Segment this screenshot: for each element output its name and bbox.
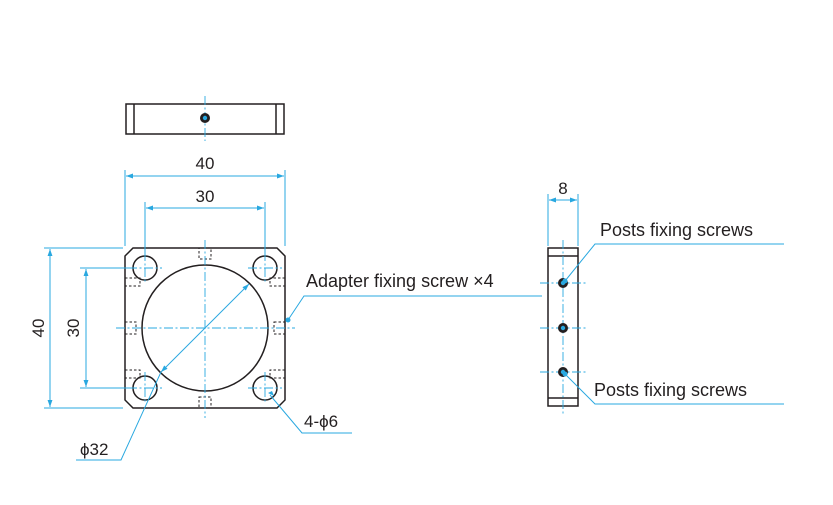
top-screw-icon bbox=[200, 113, 210, 123]
callout-posts-screws-lower: Posts fixing screws bbox=[594, 380, 747, 400]
top-view bbox=[125, 96, 285, 141]
dimensions: 40 30 40 30 ϕ32 4-ϕ6 Adapter fixing scre… bbox=[29, 154, 542, 461]
dim-top-width: 40 bbox=[196, 154, 215, 173]
dim-corner-holes: 4-ϕ6 bbox=[304, 412, 338, 431]
callout-posts-screws-upper: Posts fixing screws bbox=[600, 220, 753, 240]
callout-adapter-screws: Adapter fixing screw ×4 bbox=[306, 271, 494, 291]
side-view: 8 Posts fixing screws Posts fixing screw… bbox=[540, 179, 784, 414]
plate-outline bbox=[124, 247, 286, 409]
dim-side-thickness: 8 bbox=[558, 179, 567, 198]
dim-left-height: 40 bbox=[29, 319, 48, 338]
dim-top-hole-spacing: 30 bbox=[196, 187, 215, 206]
front-view bbox=[116, 240, 295, 418]
post-screw-icon bbox=[558, 323, 568, 333]
dim-bore-diameter: ϕ32 bbox=[80, 440, 108, 459]
dim-left-hole-spacing: 30 bbox=[64, 319, 83, 338]
